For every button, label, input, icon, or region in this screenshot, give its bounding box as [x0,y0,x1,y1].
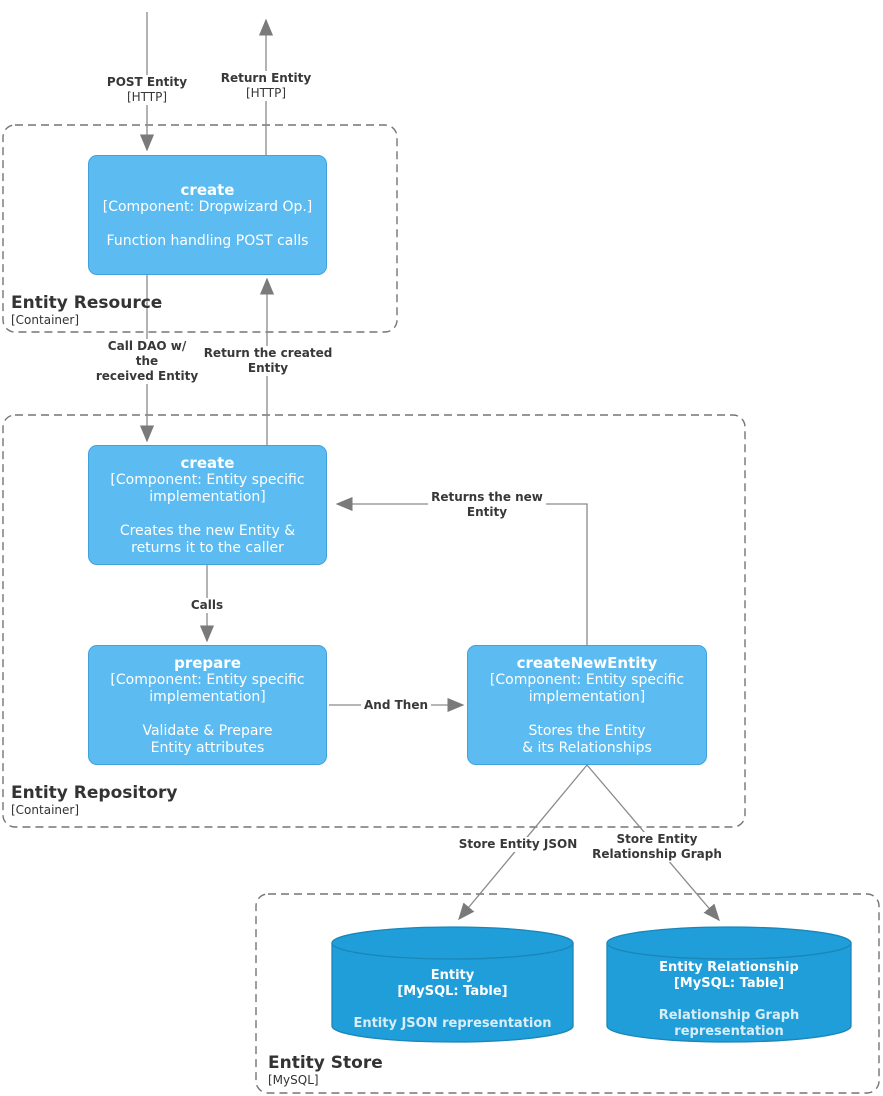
repository-create-desc-line2: returns it to the caller [131,539,284,556]
entity-relationship-title: Entity Relationship [659,960,799,975]
entity-relationship-datastore-text: Entity Relationship [MySQL: Table] Relat… [607,960,851,1040]
repository-create-component: create [Component: Entity specific imple… [88,445,327,565]
call-dao-arrow-label: Call DAO w/ the received Entity [92,339,202,384]
store-entity-json-arrow-label: Store Entity JSON [455,837,581,852]
entity-resource-type: [Container] [11,313,80,327]
entity-store-title: Entity Store [268,1053,383,1073]
entity-relationship-desc-line1: Relationship Graph [658,1008,800,1023]
entity-table-spacer [332,1000,573,1016]
prepare-desc-line2: Entity attributes [150,739,265,756]
post-entity-arrow-label: POST Entity [HTTP] [103,75,191,105]
create-new-entity-title: createNewEntity [516,653,658,672]
entity-table-title: Entity [430,968,475,983]
repository-create-meta-line1: [Component: Entity specific [110,471,305,488]
post-entity-label-title: POST Entity [106,75,188,89]
entity-table-desc: Entity JSON representation [353,1016,552,1031]
prepare-desc-line1: Validate & Prepare [142,722,273,739]
prepare-component: prepare [Component: Entity specific impl… [88,645,327,765]
store-entity-graph-arrow-label: Store Entity Relationship Graph [589,832,725,862]
entity-resource-container-border [2,124,398,333]
resource-create-desc: Function handling POST calls [106,232,309,249]
resource-create-meta: [Component: Dropwizard Op.] [102,198,313,215]
call-dao-label-line1: Call DAO w/ [107,339,187,353]
create-new-entity-desc-line2: & its Relationships [522,739,652,756]
entity-table-meta: [MySQL: Table] [397,984,508,999]
returns-new-entity-arrow [335,496,588,645]
post-entity-label-protocol: [HTTP] [126,90,168,104]
prepare-spacer [89,706,326,723]
prepare-meta-line2: implementation] [149,688,266,705]
repository-create-title: create [180,453,235,472]
create-new-entity-spacer [468,706,706,723]
return-entity-label-protocol: [HTTP] [245,86,287,100]
create-new-entity-meta-line1: [Component: Entity specific [489,671,685,688]
entity-store-type: [MySQL] [268,1073,319,1087]
repository-create-meta-line2: implementation] [149,488,266,505]
entity-relationship-table-cylinder [606,926,852,1043]
returns-new-entity-arrow-label: Returns the new Entity [428,490,546,520]
store-graph-label-line2: Relationship Graph [592,847,722,861]
repository-create-spacer [89,506,326,523]
entity-table-cylinder [331,926,574,1043]
repository-create-desc-line1: Creates the new Entity & [119,522,296,539]
prepare-title: prepare [174,653,241,672]
return-entity-arrow-label: Return Entity [HTTP] [217,71,315,101]
resource-create-component: create [Component: Dropwizard Op.] Funct… [88,155,327,275]
return-created-label-line1: Return the created [203,346,333,360]
entity-relationship-desc-line2: representation [674,1024,784,1039]
create-new-entity-meta-line2: implementation] [528,688,646,705]
entity-relationship-spacer [607,992,851,1008]
create-new-entity-desc-line1: Stores the Entity [528,722,646,739]
returns-new-label-line1: Returns the new [431,490,543,504]
resource-create-title: create [180,180,235,199]
entity-relationship-meta: [MySQL: Table] [673,976,785,991]
returns-new-label-line2: Entity [466,505,508,519]
store-graph-label-line1: Store Entity [616,832,698,846]
prepare-meta-line1: [Component: Entity specific [110,671,305,688]
call-dao-label-line3: received Entity [95,369,199,383]
resource-create-spacer [89,216,326,233]
and-then-arrow-label: And Then [360,698,432,713]
return-created-label-line2: Entity [247,361,289,375]
entity-repository-container-label: Entity Repository [Container] [11,783,177,817]
return-entity-label-title: Return Entity [220,71,312,85]
entity-resource-container-label: Entity Resource [Container] [11,293,162,327]
create-new-entity-component: createNewEntity [Component: Entity speci… [467,645,707,765]
entity-repository-title: Entity Repository [11,783,178,803]
call-dao-label-line2: the [135,354,159,368]
entity-store-container-label: Entity Store [MySQL] [268,1053,383,1087]
entity-table-datastore-text: Entity [MySQL: Table] Entity JSON repres… [332,968,573,1032]
return-created-arrow-label: Return the created Entity [200,346,336,376]
entity-repository-type: [Container] [11,803,80,817]
entity-resource-title: Entity Resource [11,293,163,313]
entity-store-container-border [255,893,880,1094]
entity-repository-container-border [2,414,746,828]
calls-arrow-label: Calls [187,598,227,613]
